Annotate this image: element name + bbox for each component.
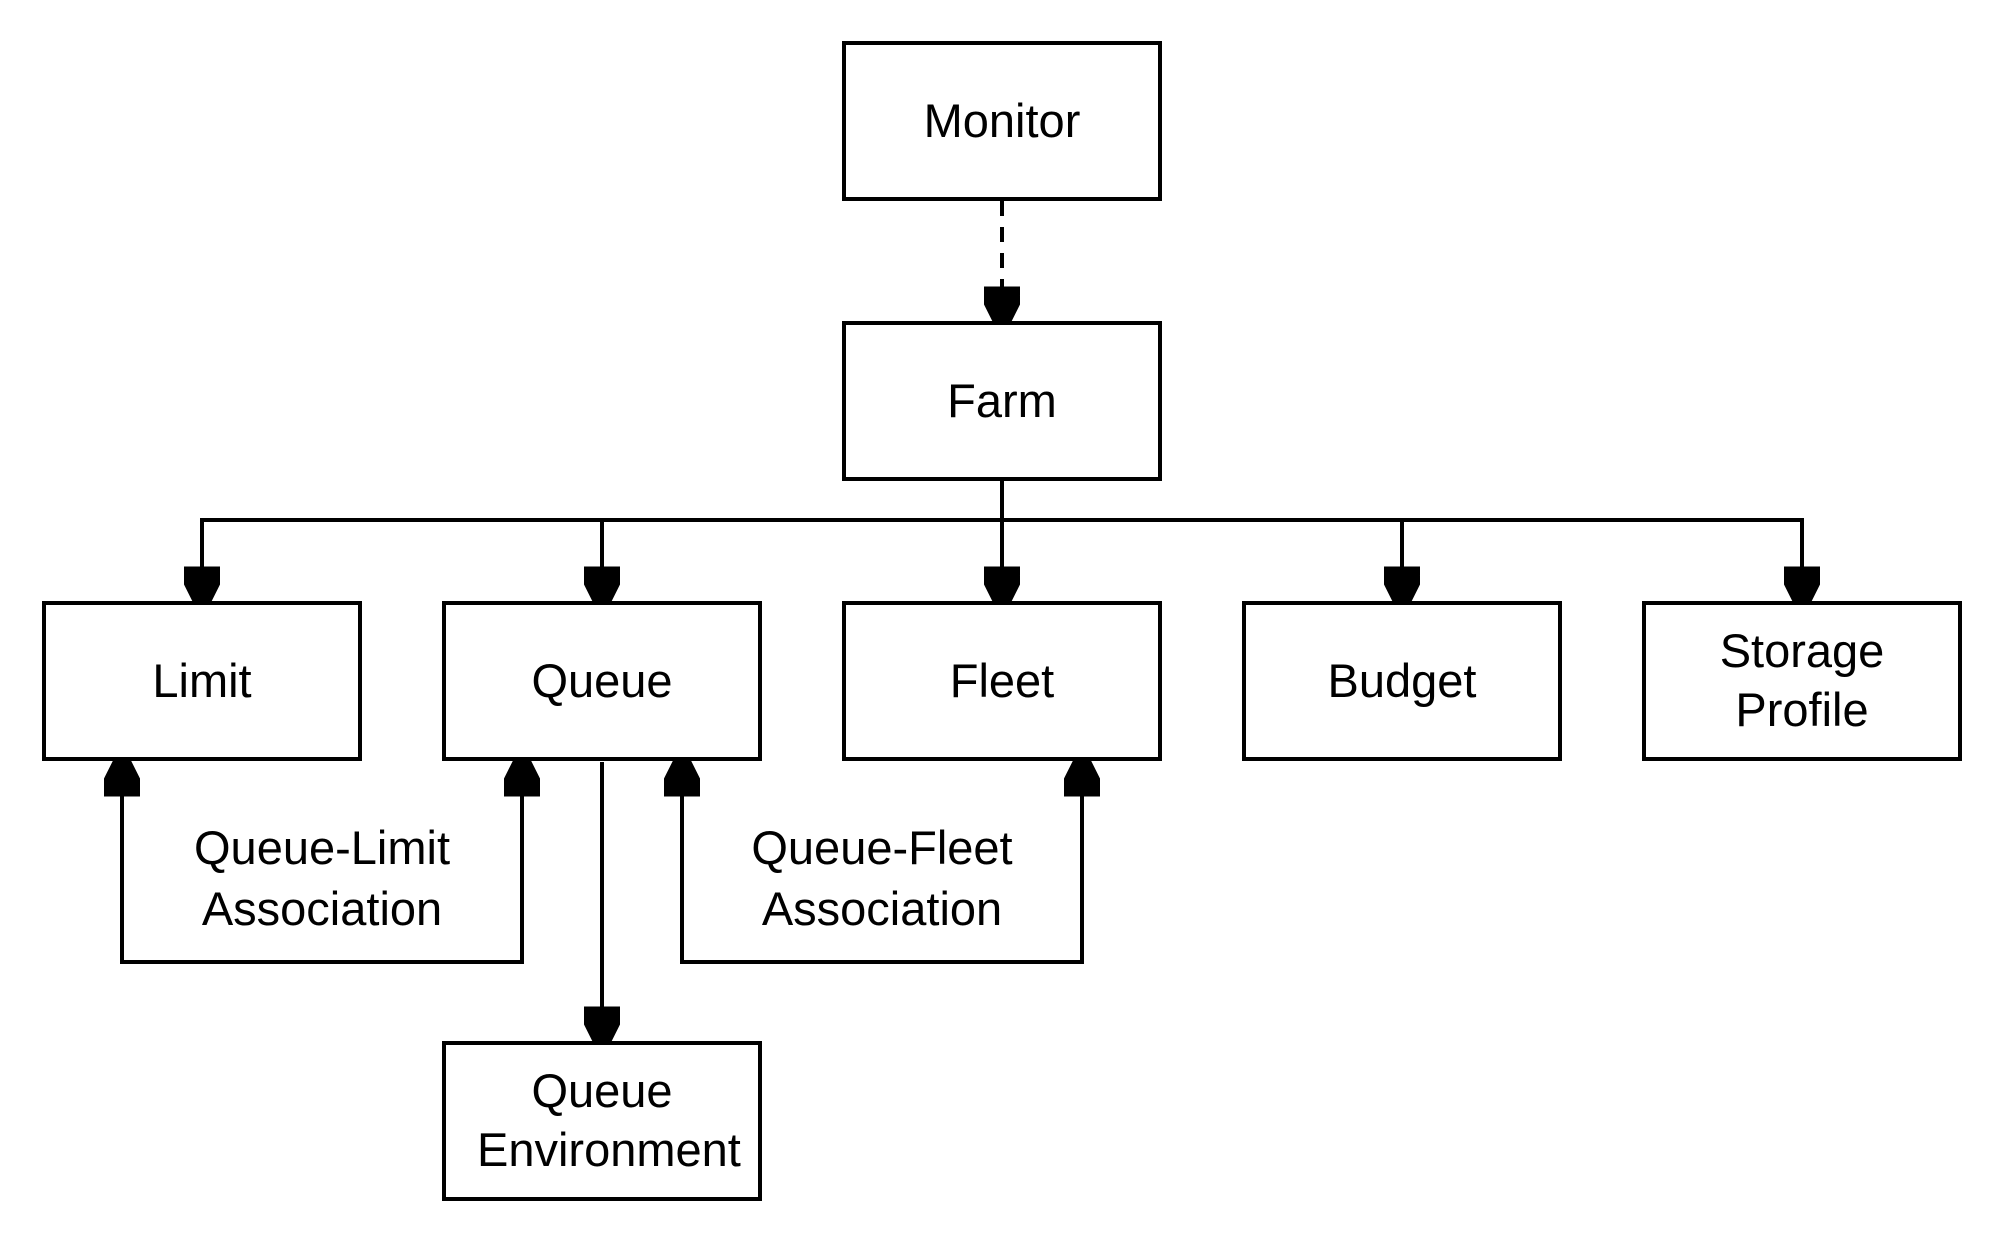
node-limit-label: Limit [152, 653, 252, 707]
edge-label-queue-fleet-association: Queue-Fleet Association [712, 817, 1052, 940]
node-storage-profile: Storage Profile [1642, 601, 1962, 761]
node-monitor-label: Monitor [923, 93, 1081, 147]
node-limit: Limit [42, 601, 362, 761]
node-queue-environment-label: Queue Environment [477, 1064, 741, 1176]
node-budget: Budget [1242, 601, 1562, 761]
node-queue-environment: Queue Environment [442, 1041, 762, 1201]
node-farm-label: Farm [947, 373, 1057, 427]
node-queue-label: Queue [531, 653, 673, 707]
node-storage-profile-label: Storage Profile [1719, 624, 1885, 736]
node-monitor: Monitor [842, 41, 1162, 201]
node-fleet: Fleet [842, 601, 1162, 761]
node-fleet-label: Fleet [949, 653, 1055, 707]
edge-label-queue-limit-association: Queue-Limit Association [152, 817, 492, 940]
node-queue: Queue [442, 601, 762, 761]
node-farm: Farm [842, 321, 1162, 481]
node-budget-label: Budget [1327, 653, 1477, 707]
